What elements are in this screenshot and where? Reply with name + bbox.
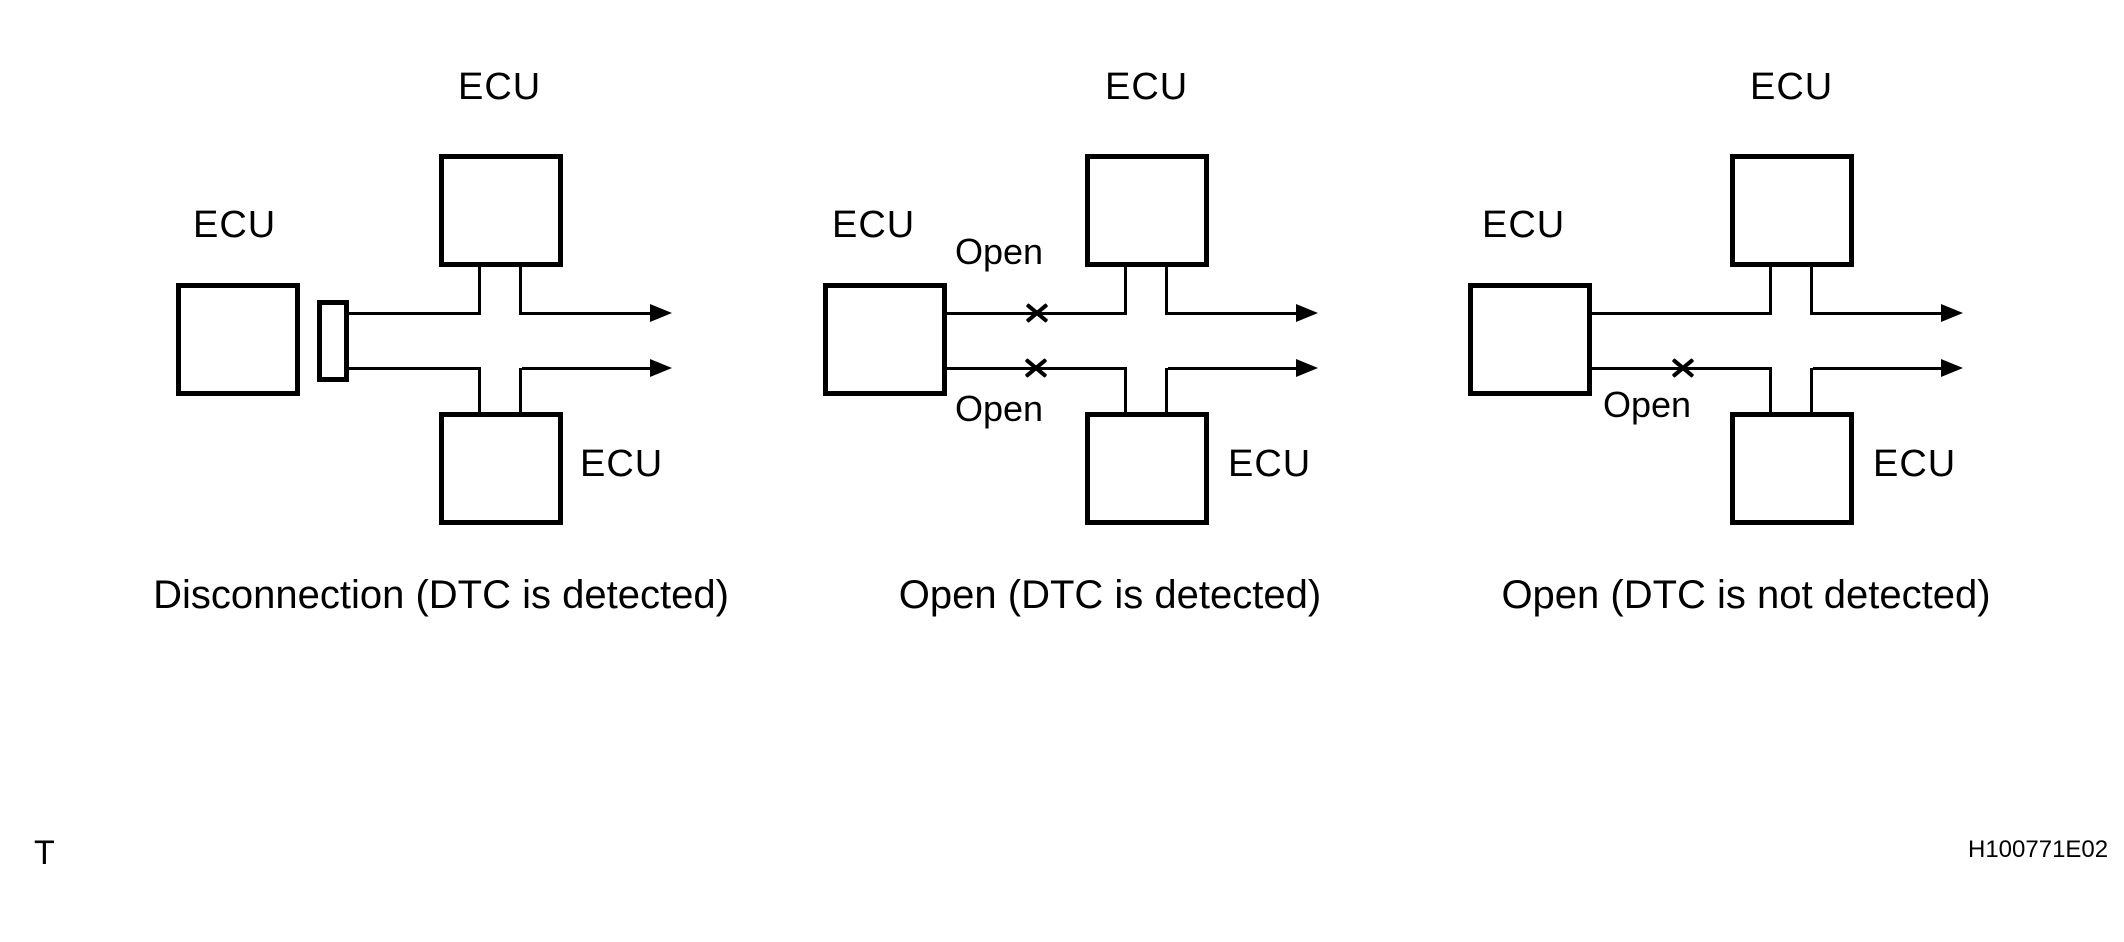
bottom-ecu-box [439,412,563,525]
top-neck-left-line [478,267,481,315]
open-label-upper: Open [955,231,1044,272]
top-ecu-label: ECU [458,66,542,108]
bottom-ecu-box [1730,412,1854,525]
left-ecu-label: ECU [193,204,277,246]
panel-caption: Open (DTC is not detected) [1501,573,1991,617]
bottom-neck-left-line [1124,368,1127,412]
top-neck-right-line [519,267,522,315]
bus-wire-bottom-right-segment [522,367,652,370]
left-ecu-box [176,283,300,396]
panel-caption: Disconnection (DTC is detected) [153,573,729,617]
left-ecu-box [823,283,947,396]
bottom-neck-right-line [519,368,522,412]
bus-wire-bottom-left-segment [349,367,481,370]
top-neck-left-line [1769,267,1772,315]
top-neck-right-line [1165,267,1168,315]
bottom-neck-left-line [478,368,481,412]
disconnected-connector-box [317,300,349,382]
bus-wire-top-left-segment [1592,312,1772,315]
arrowhead-icon [650,359,672,377]
left-ecu-label: ECU [1482,204,1566,246]
left-ecu-label: ECU [832,204,916,246]
top-ecu-label: ECU [1105,66,1189,108]
panel-caption: Open (DTC is detected) [898,573,1322,617]
top-ecu-box [1730,154,1854,267]
top-ecu-box [439,154,563,267]
bottom-ecu-label: ECU [580,443,664,485]
bottom-neck-right-line [1810,368,1813,412]
bottom-ecu-box [1085,412,1209,525]
top-neck-right-line [1810,267,1813,315]
bus-wire-top-right-segment [1168,312,1298,315]
open-label-lower: Open [1603,384,1692,425]
bottom-ecu-label: ECU [1228,443,1312,485]
open-circuit-x-mark [1671,358,1695,378]
bottom-neck-right-line [1165,368,1168,412]
left-ecu-box [1468,283,1592,396]
bus-wire-top-right-segment [1813,312,1943,315]
top-ecu-label: ECU [1750,66,1834,108]
top-neck-left-line [1124,267,1127,315]
bus-wire-bottom-right-segment [1168,367,1298,370]
arrowhead-icon [1296,304,1318,322]
top-ecu-box [1085,154,1209,267]
page-marker: T [34,834,55,872]
arrowhead-icon [1941,359,1963,377]
bottom-neck-left-line [1769,368,1772,412]
bus-wire-top-right-segment [522,312,652,315]
bus-wire-bottom-right-segment [1813,367,1943,370]
arrowhead-icon [650,304,672,322]
bus-wire-top-left-segment [349,312,481,315]
bottom-ecu-label: ECU [1873,443,1957,485]
arrowhead-icon [1296,359,1318,377]
figure-code: H100771E02 [1968,836,2109,863]
arrowhead-icon [1941,304,1963,322]
open-label-lower: Open [955,388,1044,429]
